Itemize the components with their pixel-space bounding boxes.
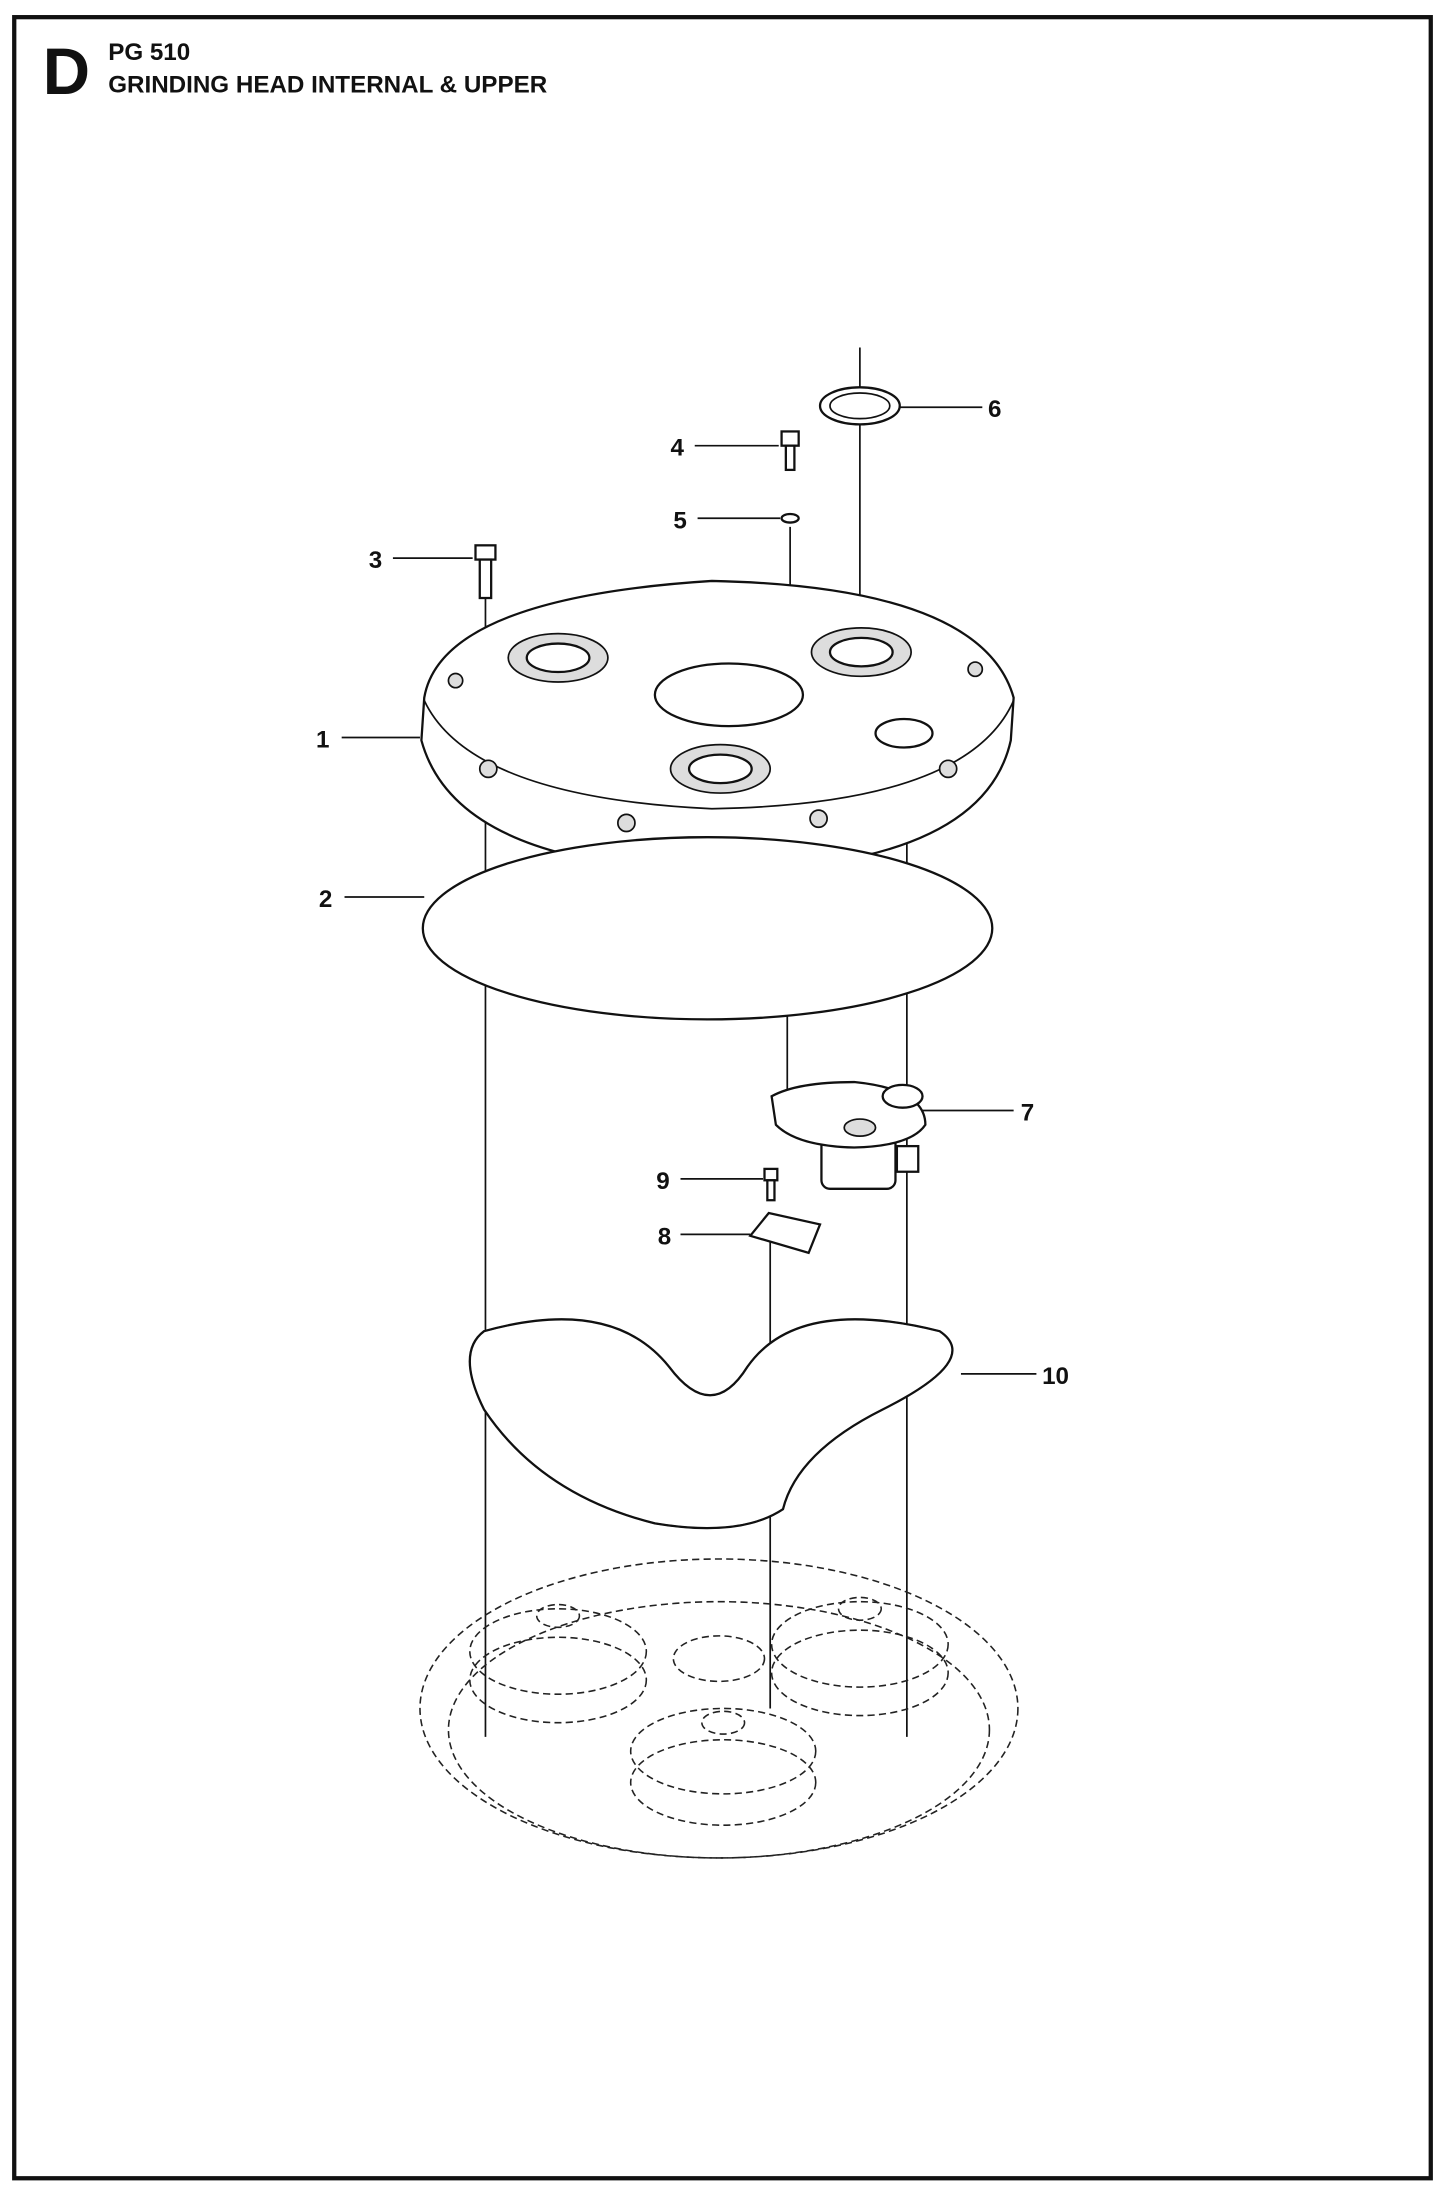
page-border	[12, 15, 1433, 2181]
part-10-belt	[468, 1318, 954, 1530]
svg-text:7: 7	[1021, 1099, 1034, 1126]
svg-text:3: 3	[369, 547, 382, 574]
svg-text:5: 5	[673, 507, 686, 534]
section-letter: D	[43, 35, 90, 108]
svg-text:1: 1	[316, 726, 329, 753]
part-3-screw	[474, 544, 497, 600]
callouts: 1 2 3 4 5 6 7 8 9 10	[316, 396, 1069, 1390]
callout-5: 5	[673, 507, 781, 534]
callout-10: 10	[960, 1363, 1069, 1390]
callout-7: 7	[922, 1099, 1034, 1126]
callout-8: 8	[658, 1223, 751, 1250]
svg-text:9: 9	[656, 1168, 669, 1195]
part-9-screw	[763, 1167, 779, 1202]
page-title: GRINDING HEAD INTERNAL & UPPER	[108, 72, 547, 99]
callout-1: 1	[316, 726, 420, 753]
svg-text:10: 10	[1042, 1363, 1069, 1390]
svg-text:2: 2	[319, 886, 332, 913]
base-assembly-reference	[419, 1558, 1019, 1859]
callout-6: 6	[899, 396, 1001, 423]
svg-text:4: 4	[671, 435, 685, 462]
part-2-gasket	[421, 836, 994, 1021]
callout-3: 3	[369, 547, 473, 574]
callout-2: 2	[319, 886, 425, 913]
part-8-clamp-plate	[748, 1211, 822, 1255]
svg-text:8: 8	[658, 1223, 671, 1250]
svg-text:6: 6	[988, 396, 1001, 423]
part-5-washer	[780, 512, 800, 524]
model-label: PG 510	[108, 39, 190, 66]
part-1-cover	[420, 579, 1015, 873]
part-4-screw	[780, 430, 800, 472]
part-6-seal-ring	[818, 386, 901, 426]
part-7-tensioner	[770, 1080, 927, 1190]
callout-4: 4	[671, 435, 779, 462]
callout-9: 9	[656, 1168, 764, 1195]
